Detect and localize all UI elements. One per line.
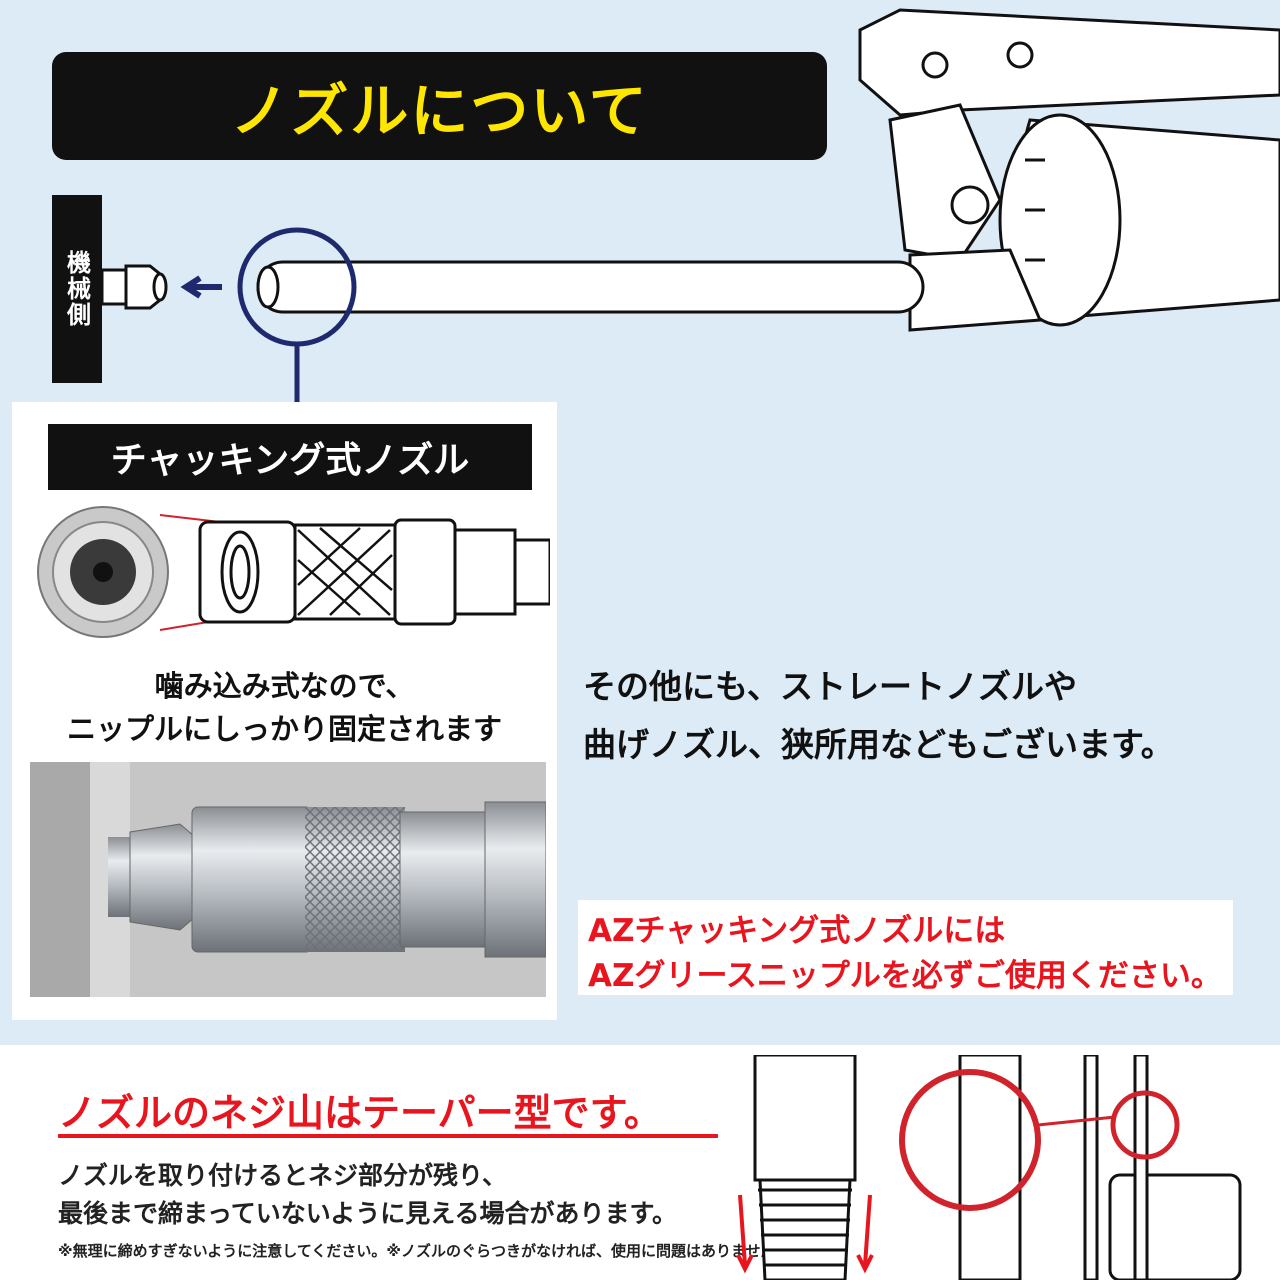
warning-box [578, 900, 1233, 995]
taper-title-underline [58, 1134, 718, 1138]
machine-side-label: 機械側 [52, 195, 102, 383]
taper-thread-illustration [736, 1055, 1242, 1280]
warning-line-1: AZチャッキング式ノズルには [588, 913, 1006, 949]
taper-body-line-1: ノズルを取り付けるとネジ部分が残り、 [58, 1161, 508, 1190]
taper-title: ノズルのネジ山はテーパー型です。 [58, 1091, 662, 1135]
grease-gun-illustration [100, 8, 1280, 402]
caption-line-1: 噛み込み式なので、 [154, 669, 415, 703]
taper-body-line-2: 最後まで締まっていないように見える場合があります。 [58, 1199, 678, 1228]
title-banner: ノズルについて [52, 52, 827, 160]
chuck-nozzle-illustration [37, 506, 550, 638]
taper-section [0, 1045, 1280, 1280]
nozzle-photo [30, 762, 546, 997]
page-title: ノズルについて [230, 77, 649, 145]
other-nozzles-line-1: その他にも、ストレートノズルや [583, 667, 1078, 706]
taper-note: ※無理に締めすぎないように注意してください。※ノズルのぐらつきがなければ、使用に… [58, 1242, 791, 1260]
chuck-nozzle-label: チャッキング式ノズル [48, 424, 532, 490]
other-nozzles-line-2: 曲げノズル、狭所用などもございます。 [583, 725, 1174, 764]
caption-line-2: ニップルにしっかり固定されます [66, 712, 502, 746]
warning-line-2: AZグリースニップルを必ずご使用ください。 [588, 958, 1222, 994]
